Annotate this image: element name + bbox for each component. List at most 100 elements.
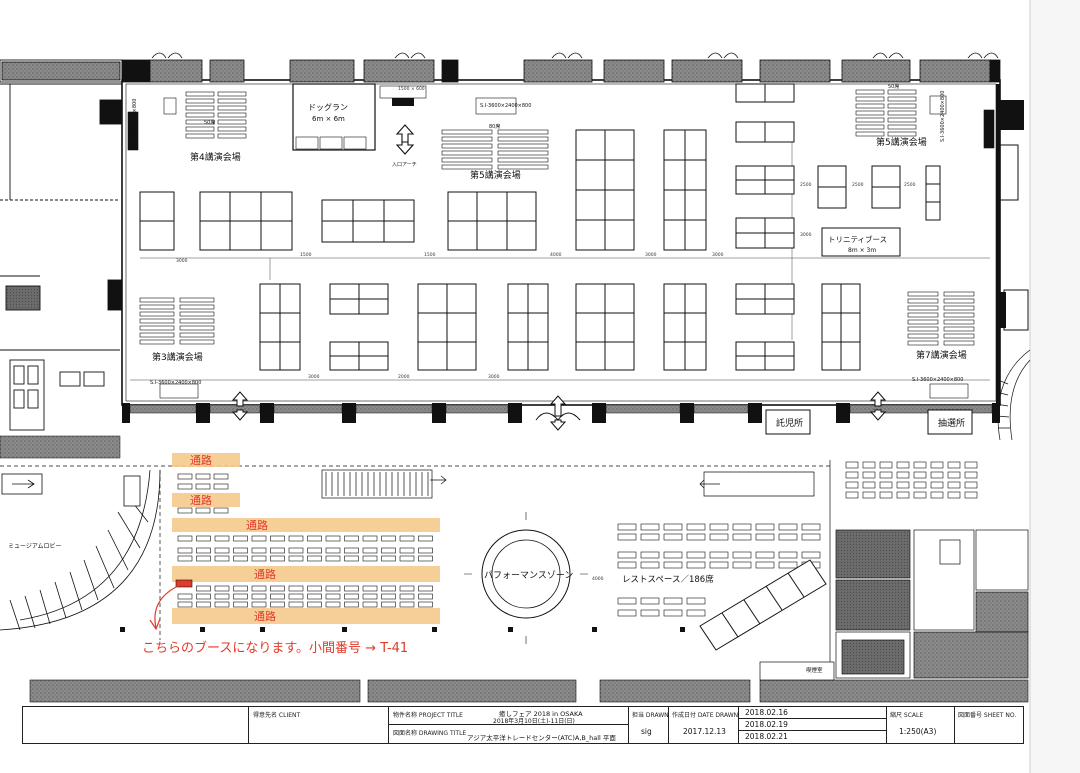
bottom-wall-pillars [122, 403, 1000, 423]
tb-drawn-value: sig [641, 727, 652, 736]
escalator [321, 469, 815, 499]
tb-client-label: 得意先名 CLIENT [253, 712, 301, 719]
booth-cell [362, 547, 378, 554]
rest-seat [686, 597, 706, 605]
seat [862, 481, 876, 489]
booth-cell [214, 535, 230, 542]
booth-cell [270, 601, 285, 608]
seat [964, 491, 978, 499]
museum-lobby-stairs [0, 469, 161, 631]
seat [896, 481, 910, 489]
booth-cell [381, 555, 396, 562]
booth-cell [177, 535, 193, 542]
booth-cell [344, 601, 359, 608]
booth-cell [177, 601, 193, 608]
screen-labels: S.I-3600×2400×800 S.I-3600×2400×800 S.I-… [132, 91, 963, 386]
svg-text:3000: 3000 [800, 232, 812, 238]
rest-seat [640, 523, 660, 531]
booth-cell [251, 535, 267, 542]
seat [862, 471, 876, 479]
label-lecture5a: 第5講演会場 [470, 169, 521, 181]
booth-cell [214, 601, 230, 608]
seat [879, 481, 893, 489]
aisle-note-1: 通路 [190, 454, 212, 467]
booth-cell [288, 555, 304, 562]
booth-cell [251, 585, 267, 592]
seat [845, 471, 859, 479]
lecture3-seats [139, 297, 215, 399]
rest-seat [732, 551, 752, 559]
booth-cell [362, 555, 378, 562]
booth-cell [288, 585, 304, 592]
screen-label-5: S.I-3600×2400×800 [912, 377, 963, 383]
label-dogrun: ドッグラン [308, 102, 348, 112]
tb-rev-3: 2018.02.21 [745, 732, 788, 741]
booth-cell [251, 555, 267, 562]
seat [930, 471, 944, 479]
rest-seat [686, 533, 706, 541]
booth-cell [270, 547, 285, 554]
label-rest-space: レストスペース／186席 [622, 574, 714, 585]
booth-cell [196, 555, 211, 562]
booth-cell [325, 547, 341, 554]
booth-cell [233, 547, 248, 554]
booth-cell [233, 585, 248, 592]
svg-text:1500: 1500 [424, 252, 436, 258]
booth-cell [418, 555, 433, 562]
tb-project: 物件名称 PROJECT TITLE 癒しフェア 2018 in OSAKA 2… [388, 707, 628, 743]
label-lottery: 抽選所 [938, 417, 965, 429]
seat [930, 461, 944, 469]
tb-date-label: 作成日付 DATE DRAWN [672, 712, 739, 719]
label-seats-l5: 80席 [489, 123, 500, 130]
tb-revisions: 2018.02.16 2018.02.19 2018.02.21 [738, 707, 886, 743]
booth-cell [381, 601, 396, 608]
booth-cell [344, 547, 359, 554]
rest-seat [755, 551, 775, 559]
booth-cell [344, 585, 359, 592]
seat [896, 461, 910, 469]
booth-cell [381, 535, 396, 542]
rest-seat [663, 597, 683, 605]
booth-cell [362, 593, 378, 600]
seat [879, 461, 893, 469]
rest-seat [732, 561, 752, 569]
tb-rev-2: 2018.02.19 [745, 720, 788, 729]
rest-seat [617, 533, 637, 541]
rest-seat [640, 597, 660, 605]
screen-label-4: S.I-3600×2400×800 [150, 380, 201, 386]
booth-location-note: こちらのブースになります。小間番号 → T-41 [142, 640, 408, 656]
rest-seat [732, 533, 752, 541]
label-trinity-size: 8m × 3m [848, 247, 876, 254]
label-performance-zone: パフォーマンスゾーン [484, 570, 573, 581]
booth-cell [214, 593, 230, 600]
seat [845, 481, 859, 489]
booth-cell [251, 601, 267, 608]
booth-cell [251, 593, 267, 600]
booth-cell [177, 593, 193, 600]
booth-cell [362, 601, 378, 608]
aisle-note-5: 通路 [254, 610, 276, 623]
rest-seat [755, 561, 775, 569]
tb-date: 作成日付 DATE DRAWN 2017.12.13 [668, 707, 738, 743]
seat [947, 461, 961, 469]
booth-cell [344, 593, 359, 600]
rest-seat [663, 533, 683, 541]
booth-cell [325, 555, 341, 562]
booth-cell [233, 555, 248, 562]
rest-seat [617, 609, 637, 617]
seating [127, 89, 995, 399]
svg-text:3000: 3000 [645, 252, 657, 258]
booth-cell [325, 585, 341, 592]
aisle-note-4: 通路 [254, 568, 276, 581]
tb-scale: 縮尺 SCALE 1:250(A3) [886, 707, 954, 743]
booth-grid [139, 83, 941, 371]
rest-seat [686, 551, 706, 559]
booth-cell [270, 535, 285, 542]
right-curved-stair [995, 349, 1031, 441]
label-lecture3: 第3講演会場 [152, 351, 203, 363]
rest-seat [755, 523, 775, 531]
svg-text:1500: 1500 [300, 252, 312, 258]
label-lecture5b: 第5講演会場 [876, 136, 927, 148]
booth-cell [307, 555, 322, 562]
tb-date-value: 2017.12.13 [683, 727, 726, 736]
